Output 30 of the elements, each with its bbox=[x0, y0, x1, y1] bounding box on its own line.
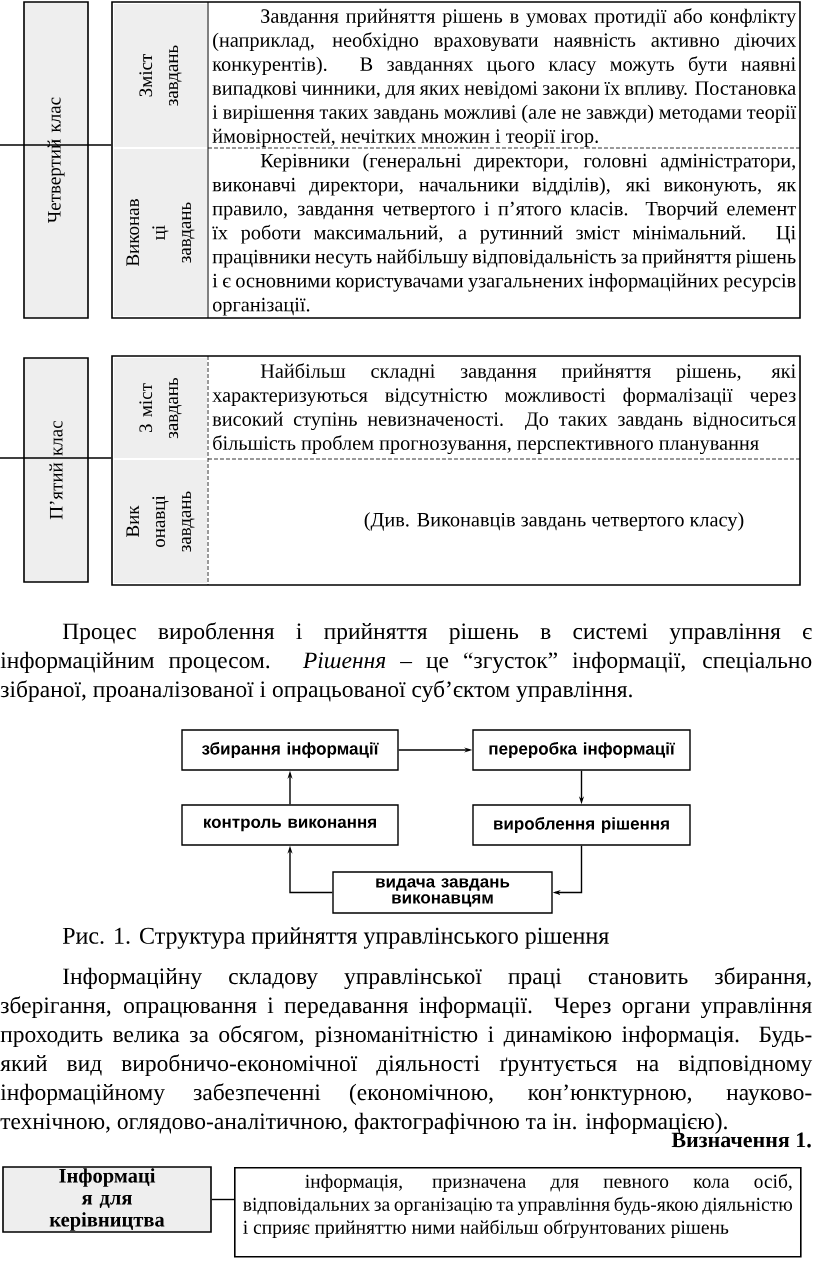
table-frame bbox=[111, 355, 801, 586]
connector-line bbox=[0, 144, 57, 146]
process-box: переробка інформації bbox=[472, 729, 691, 771]
table-cell: Завдання прийняття рішень в умовах протидії або конфлікту (наприклад, необхідно враховувати наявність активно діючих конкурентів). В завданнях цього класу можуть бути наявні випадкові чинники, для яких невідомі закони їх впливу. Постановка і вирішення таких завдань можливі (але не завжди) методами теорії ймовірностей, нечітких множин і теорії ігор. bbox=[212, 8, 797, 148]
table-cell: Керівники (генеральні директори, головні адміністратори, виконавчі директори, начальники відділів), які виконують, як правило, завдання четвертого і п’ятого класів. Творчий елемент їх роботи максимальний, а рутинний зміст мінімальний. Ці працівники несуть найбільшу відповідальність за прийняття рішень і є основними користувачами узагальнених інформаційних ресурсів організації. bbox=[212, 153, 797, 316]
row-header-cell: Вик онавці завдань bbox=[114, 460, 207, 583]
row-header-cell: З міст завдань bbox=[114, 358, 207, 458]
process-box: контроль виконання bbox=[181, 804, 399, 846]
process-box: видача завдань виконавцям bbox=[332, 871, 553, 914]
node-label: З міст завдань bbox=[139, 377, 182, 439]
row-header-cell: Зміст завдань bbox=[114, 4, 207, 147]
node-label: Вик онавці завдань bbox=[126, 491, 195, 552]
figure-caption: Рис. 1. Структура прийняття управлінського рішення bbox=[62, 927, 609, 949]
table-cell: (Див. Виконавців завдань четвертого класу) bbox=[364, 512, 744, 531]
connector-line bbox=[211, 1198, 235, 1201]
table-cell: Найбільш складні завдання прийняття рішень, які характеризуються відсутністю можливості формалізації через високий ступінь невизначеності. До таких завдань відноситься більшість проблем прогнозування, перспективного планування bbox=[212, 363, 796, 455]
paragraph: Процес вироблення і прийняття рішень в системі управління є інформаційним процесом. Рішення – це “згусток” інформації, спеціально зібраної, проаналізованої і опрацьованої суб’єктом управління. bbox=[0, 622, 812, 703]
term-box: Інформаці я для керівництва bbox=[2, 1166, 212, 1233]
class-label-box: Четвертий клас bbox=[23, 1, 89, 319]
process-box: вироблення рішення bbox=[472, 804, 691, 846]
class-label-box: П’ятий клас bbox=[23, 357, 89, 583]
connector-line bbox=[55, 144, 112, 146]
table-frame bbox=[111, 1, 801, 319]
connector-line bbox=[55, 457, 112, 459]
node-label: Зміст завдань bbox=[139, 45, 182, 106]
connector-line bbox=[0, 457, 57, 459]
definition-box: інформація, призначена для певного кола осіб, відповідальних за організацію та управління будь-якою діяльністю і сприяє прийняттю ними найбільш обґрунтованих рішень bbox=[234, 1167, 802, 1258]
row-header-cell: Виконав ці завдань bbox=[114, 149, 207, 316]
node-label: Виконав ці завдань bbox=[126, 199, 195, 267]
process-box: збирання інформації bbox=[181, 729, 399, 771]
